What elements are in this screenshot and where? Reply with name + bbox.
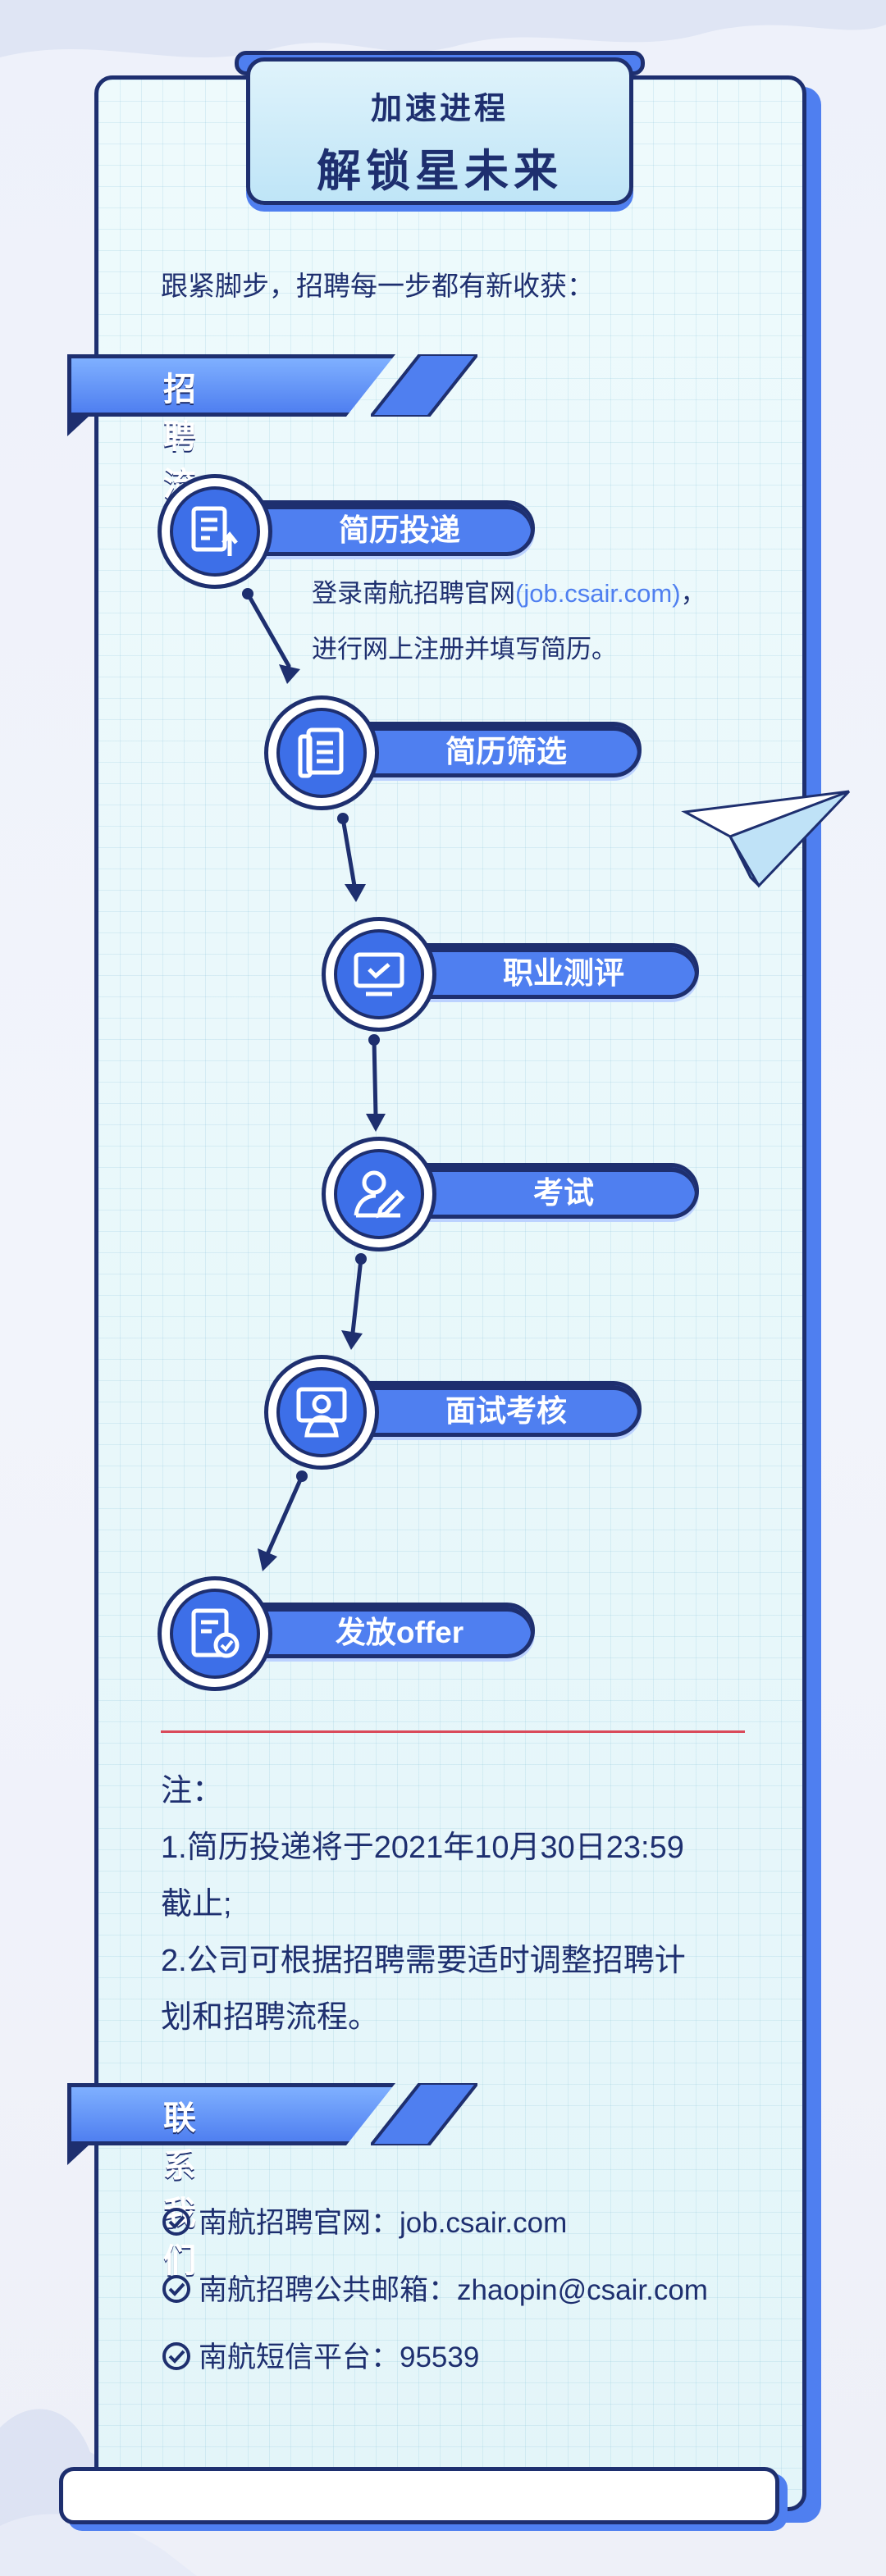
contact-item-email[interactable]: 南航招聘公共邮箱：zhaopin@csair.com <box>161 2270 708 2311</box>
contact-text: 南航招聘官网：job.csair.com <box>199 2207 568 2239</box>
contact-text: 南航短信平台：95539 <box>199 2341 480 2373</box>
document-list-icon <box>298 727 344 778</box>
header-subtitle: 加速进程 <box>370 92 509 126</box>
step-pill: 面试考核 <box>338 1381 642 1437</box>
notes-title: 注： <box>161 1774 224 1808</box>
check-circle-icon <box>162 2275 190 2303</box>
document-check-icon <box>191 1608 240 1658</box>
ribbon-slash <box>371 354 477 417</box>
step-resume-submit: 简历投递 <box>158 474 543 589</box>
notes-block: 注： 1.简历投递将于2021年10月30日23:59 截止; 2.公司可根据招… <box>161 1763 735 2046</box>
ribbon-band <box>67 354 395 417</box>
step-pill: 考试 <box>395 1163 699 1219</box>
step-career-assessment: 职业测评 <box>322 917 707 1032</box>
scroll-rod <box>59 2467 779 2524</box>
step-label: 简历投递 <box>339 513 460 547</box>
interview-person-icon <box>296 1387 347 1438</box>
step-circle <box>158 474 272 589</box>
step-offer: 发放offer <box>158 1576 543 1691</box>
header-badge: 加速进程 解锁星未来 <box>246 57 633 205</box>
content-panel <box>94 75 806 2511</box>
step-pill: 职业测评 <box>395 943 699 999</box>
step-circle <box>264 1355 379 1470</box>
step-resume-screening: 简历筛选 <box>264 695 650 810</box>
section-divider <box>161 1730 745 1733</box>
step-label: 考试 <box>533 1176 594 1210</box>
contact-text: 南航招聘公共邮箱：zhaopin@csair.com <box>199 2274 708 2306</box>
desc-line2: 进行网上注册并填写简历。 <box>312 635 617 663</box>
step1-description: 登录南航招聘官网(job.csair.com)， 进行网上注册并填写简历。 <box>312 566 706 677</box>
contact-section-title: 联系我们 <box>163 2100 199 2279</box>
job-site-link[interactable]: (job.csair.com) <box>515 579 681 608</box>
monitor-check-icon <box>354 952 404 996</box>
step-circle <box>322 1137 436 1252</box>
header-title: 解锁星未来 <box>317 147 563 196</box>
notes-line-3: 2.公司可根据招聘需要适时调整招聘计 <box>161 1944 686 1978</box>
ribbon-slash <box>371 2083 477 2145</box>
ribbon-fold <box>67 2144 90 2165</box>
step-label: 职业测评 <box>503 956 624 990</box>
person-pencil-icon <box>354 1170 405 1219</box>
desc-punct: ， <box>680 579 706 608</box>
step-label: 发放offer <box>335 1616 464 1649</box>
step-exam: 考试 <box>322 1137 707 1252</box>
notes-line-2: 截止; <box>161 1887 232 1922</box>
step-circle <box>264 695 379 810</box>
step-pill: 简历筛选 <box>338 722 642 777</box>
notes-line-1: 1.简历投递将于2021年10月30日23:59 <box>161 1831 684 1865</box>
step-label: 简历筛选 <box>445 735 567 768</box>
contact-item-website[interactable]: 南航招聘官网：job.csair.com <box>161 2203 567 2244</box>
step-interview: 面试考核 <box>264 1355 650 1470</box>
check-circle-icon <box>162 2208 190 2236</box>
desc-text: 登录南航招聘官网 <box>312 579 515 608</box>
notes-line-4: 划和招聘流程。 <box>161 2000 380 2035</box>
contact-item-sms[interactable]: 南航短信平台：95539 <box>161 2337 479 2378</box>
step-pill: 简历投递 <box>231 500 535 556</box>
paper-plane-icon <box>681 790 851 888</box>
step-circle <box>322 917 436 1032</box>
ribbon-fold <box>67 415 90 436</box>
step-pill: 发放offer <box>231 1603 535 1658</box>
step-label: 面试考核 <box>445 1394 567 1428</box>
ribbon-band <box>67 2083 395 2145</box>
intro-text: 跟紧脚步，招聘每一步都有新收获： <box>161 271 594 301</box>
step-circle <box>158 1576 272 1691</box>
check-circle-icon <box>162 2342 190 2370</box>
resume-upload-icon <box>191 506 238 556</box>
